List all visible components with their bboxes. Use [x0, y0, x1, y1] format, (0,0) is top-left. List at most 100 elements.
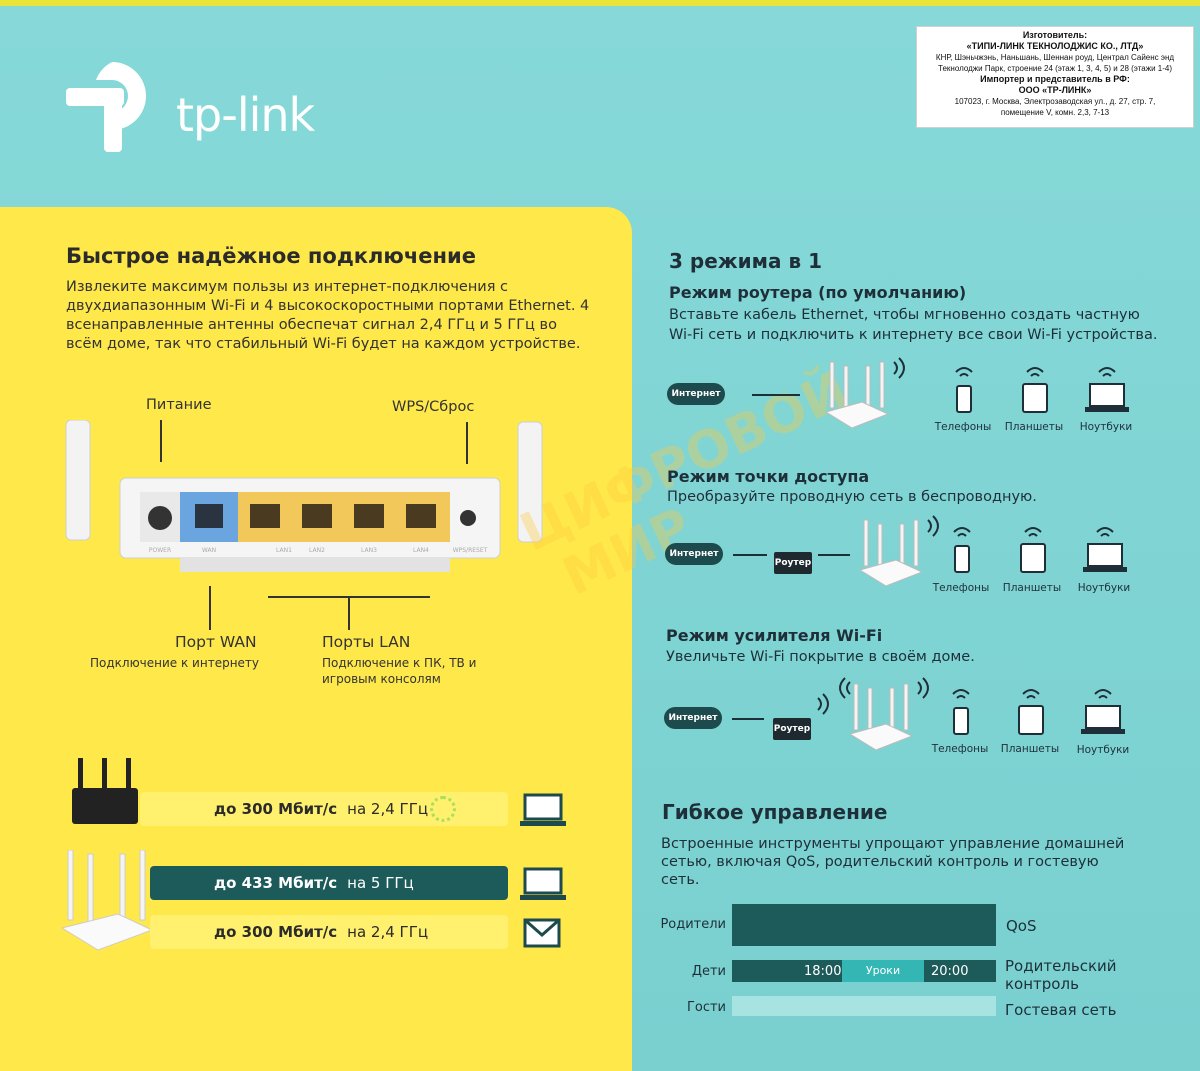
port-label-5: LAN4 [413, 547, 429, 554]
brand-wordmark: tp-link [176, 88, 315, 142]
connector-line-1 [752, 394, 800, 396]
guest-bar [732, 996, 996, 1016]
mfr-line6: ООО «ТР-ЛИНК» [1018, 85, 1092, 95]
port-label-0: POWER [149, 547, 171, 554]
device-tablets-2: Планшеты [1002, 582, 1062, 594]
ext-mode-desc: Увеличьте Wi-Fi покрытие в своём доме. [666, 649, 975, 665]
router-mode-title: Режим роутера (по умолчанию) [669, 283, 967, 302]
mfr-line5: Импортер и представитель в РФ: [980, 74, 1130, 84]
tablet-icon-1 [1022, 367, 1048, 413]
wifi-waves-icon [817, 693, 829, 715]
time-start: 18:00 [804, 964, 842, 979]
port-label-1: WAN [202, 547, 216, 554]
top-strip [0, 0, 1200, 6]
device-tablets-1: Планшеты [1004, 421, 1064, 433]
connector-line-2 [733, 554, 767, 556]
speed-2-band: на 5 ГГц [347, 874, 414, 892]
row-right-qos: QoS [1006, 917, 1037, 935]
port-label-4: LAN3 [361, 547, 377, 554]
brand-logo: tp-link [66, 52, 366, 162]
laptop-icon [520, 793, 566, 826]
phone-icon-2 [953, 527, 971, 573]
tp-link-logo-icon [66, 62, 146, 152]
label-wan-sub: Подключение к интернету [90, 656, 260, 670]
modes-title: 3 режима в 1 [669, 249, 823, 273]
laptop-icon-2 [520, 867, 566, 900]
management-title: Гибкое управление [662, 800, 888, 824]
tablet-icon-2 [1020, 527, 1046, 573]
black-router-icon [72, 758, 138, 824]
mfr-line8: помещение V, комн. 2,3, 7-13 [1000, 108, 1110, 117]
lessons-bar [842, 960, 924, 982]
speed-bar-3: до 300 Мбит/с на 2,4 ГГц [150, 915, 508, 949]
phone-icon-1 [955, 367, 973, 413]
row-right-parental2: контроль [1005, 975, 1079, 993]
loading-icon [430, 796, 456, 822]
connection-body: Извлеките максимум пользы из интернет-по… [66, 279, 590, 352]
ext-mode-title: Режим усилителя Wi-Fi [666, 626, 883, 645]
ap-mode-desc: Преобразуйте проводную сеть в беспроводн… [667, 489, 1037, 505]
device-phones-2: Телефоны [932, 582, 990, 594]
mfr-line7: 107023, г. Москва, Электрозаводская ул.,… [954, 97, 1156, 106]
device-laptops-1: Ноутбуки [1079, 421, 1133, 433]
router-mode-desc1: Вставьте кабель Ethernet, чтобы мгновенн… [669, 307, 1140, 323]
mfr-line4: Текнолоджи Парк, строение 24 (этаж 1, 3,… [938, 64, 1172, 73]
row-label-kids: Дети [691, 964, 726, 979]
row-right-guest: Гостевая сеть [1005, 1001, 1117, 1019]
speed-3-value: до 300 Мбит/с [214, 923, 338, 941]
internet-pill-1: Интернет [667, 383, 725, 405]
internet-pill-2: Интернет [665, 543, 723, 565]
management-desc2: сетью, включая QoS, родительский контрол… [661, 854, 1099, 870]
mail-icon [523, 918, 561, 948]
mfr-line3: КНР, Шэньчжэнь, Наньшань, Шеннан роуд, Ц… [935, 53, 1175, 62]
white-router-icon-3 [858, 515, 939, 587]
mfr-line2: «ТИПИ-ЛИНК ТЕКНОЛОДЖИС КО., ЛТД» [966, 41, 1144, 51]
speed-1-value: до 300 Мбит/с [214, 800, 338, 818]
speed-2-value: до 433 Мбит/с [214, 874, 338, 892]
connection-title: Быстрое надёжное подключение [66, 244, 476, 268]
pointer-line-power [160, 420, 162, 462]
connector-line-4 [732, 718, 764, 720]
time-end: 20:00 [931, 964, 969, 979]
router-mode-desc2: Wi-Fi сеть и подключить к интернету все … [669, 327, 1158, 343]
label-lan-sub2: игровым консолям [322, 672, 441, 686]
tablet-icon-3 [1018, 689, 1044, 735]
connector-line-3 [818, 554, 850, 556]
speed-1-band: на 2,4 ГГц [347, 800, 429, 818]
label-lan-sub1: Подключение к ПК, ТВ и [322, 656, 477, 670]
speed-3-band: на 2,4 ГГц [347, 923, 429, 941]
row-right-parental1: Родительский [1005, 957, 1117, 975]
internet-pill-3: Интернет [664, 707, 722, 729]
device-phones-1: Телефоны [934, 421, 992, 433]
label-wan: Порт WAN [175, 633, 257, 651]
router-box-2: Роутер [773, 718, 811, 740]
mfr-line1: Изготовитель: [1022, 30, 1088, 40]
white-router-icon [60, 850, 154, 951]
label-power: Питание [146, 397, 212, 413]
pointer-line-lan [348, 596, 350, 630]
pointer-line-wan [209, 586, 211, 630]
phone-icon-3 [952, 689, 970, 735]
device-laptops-3: Ноутбуки [1076, 744, 1130, 756]
device-phones-3: Телефоны [931, 743, 989, 755]
device-laptops-2: Ноутбуки [1077, 582, 1131, 594]
router-box-1: Роутер [774, 552, 812, 574]
manufacturer-card: Изготовитель: «ТИПИ-ЛИНК ТЕКНОЛОДЖИС КО.… [916, 26, 1194, 128]
qos-bar [732, 904, 996, 946]
port-label-6: WPS/RESET [453, 547, 488, 554]
label-lan: Порты LAN [322, 633, 411, 651]
lessons-label: Уроки [865, 964, 901, 977]
port-label-3: LAN2 [309, 547, 325, 554]
row-label-parents: Родители [660, 917, 726, 932]
management-desc3: сеть. [661, 872, 700, 888]
laptop-icon-3 [1085, 367, 1129, 412]
laptop-icon-5 [1081, 689, 1125, 734]
management-desc1: Встроенные инструменты упрощают управлен… [661, 836, 1125, 852]
white-router-icon-4 [839, 677, 929, 751]
row-label-guests: Гости [686, 1000, 726, 1015]
device-tablets-3: Планшеты [1000, 743, 1060, 755]
speed-bar-2: до 433 Мбит/с на 5 ГГц [150, 866, 508, 900]
pointer-line-wps [466, 422, 468, 464]
